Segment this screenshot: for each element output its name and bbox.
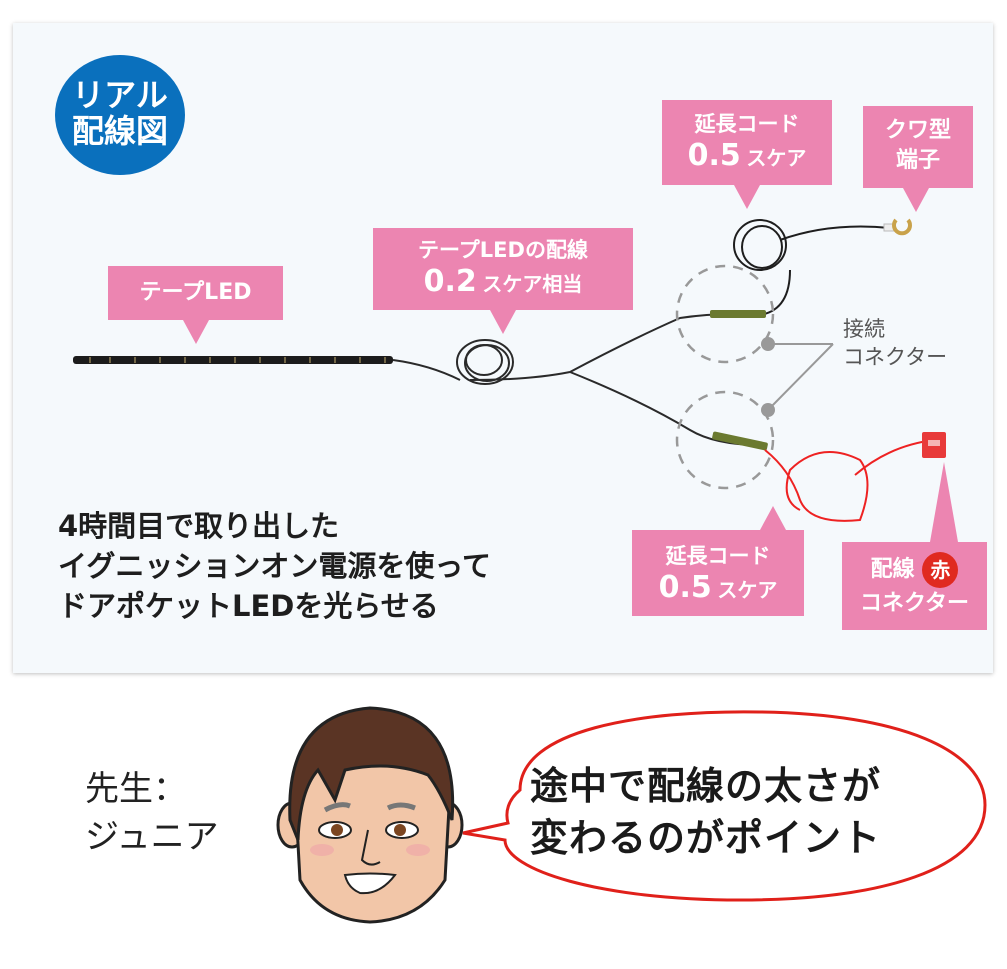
teacher-name-label: 先生： ジュニア — [85, 765, 219, 861]
callout-tape-led: テープLED — [108, 266, 283, 344]
callout-extension-bottom: 延長コード 0.5 スケア — [632, 506, 804, 616]
speech-line1: 途中で配線の太さが — [530, 764, 882, 808]
callout-tape-led-wire-unit: スケア相当 — [482, 272, 583, 296]
callout-tape-led-wire-line1: テープLEDの配線 — [418, 238, 588, 262]
callout-extension-top-size: 0.5 — [687, 138, 741, 173]
callout-extension-bottom-line1: 延長コード — [665, 544, 771, 568]
teacher-label-line1: 先生： — [85, 769, 187, 809]
highlight-circle-bottom — [675, 390, 775, 490]
connector-top-icon — [710, 310, 766, 318]
callout-wiring-connector-line2: コネクター — [859, 591, 970, 616]
callout-extension-top: 延長コード 0.5 スケア — [662, 100, 832, 209]
connection-connector-label: 接続 コネクター — [843, 315, 947, 371]
tape-led-strip-icon — [73, 356, 393, 364]
connector-label-line1: 接続 — [843, 317, 885, 341]
callout-extension-bottom-unit: スケア — [717, 578, 778, 602]
callout-spade-terminal: クワ型 端子 — [863, 106, 973, 212]
callout-extension-top-line1: 延長コード — [694, 112, 800, 136]
caption-line3: ドアポケットLEDを光らせる — [58, 589, 439, 623]
callout-tape-led-label: テープLED — [139, 280, 252, 305]
callout-tape-led-wire: テープLEDの配線 0.2 スケア相当 — [373, 228, 633, 334]
red-wire-icon — [764, 439, 936, 522]
teacher-label-line2: ジュニア — [85, 817, 219, 857]
top-extension-coil-icon — [733, 219, 891, 316]
highlight-circle-top — [675, 264, 775, 364]
speech-bubble-outline — [462, 710, 987, 902]
callout-extension-top-unit: スケア — [746, 146, 807, 170]
callout-extension-bottom-size: 0.5 — [658, 570, 712, 605]
badge-line2: 配線図 — [71, 112, 168, 150]
speech-bubble-text: 途中で配線の太さが 変わるのがポイント — [530, 760, 960, 864]
connector-label-line2: コネクター — [843, 345, 948, 369]
callout-spade-terminal-line1: クワ型 — [884, 118, 951, 143]
red-wiring-connector-icon — [922, 432, 946, 458]
teacher-avatar-icon — [276, 706, 464, 924]
real-wiring-diagram-badge: リアル 配線図 — [55, 55, 185, 175]
spade-terminal-icon — [883, 218, 912, 236]
caption-line2: イグニッションオン電源を使って — [58, 549, 491, 583]
red-color-badge: 赤 — [922, 552, 959, 588]
connector-bottom-icon — [712, 431, 768, 451]
speech-line2: 変わるのがポイント — [530, 816, 882, 860]
caption-line1: 4時間目で取り出した — [58, 509, 340, 543]
callout-wiring-connector-line1: 配線 — [870, 557, 915, 582]
callout-tape-led-wire-size: 0.2 — [423, 264, 477, 299]
diagram-caption: 4時間目で取り出した イグニッションオン電源を使って ドアポケットLEDを光らせ… — [58, 506, 491, 626]
callout-wiring-connector: 配線 赤 コネクター — [842, 462, 987, 630]
callout-spade-terminal-line2: 端子 — [895, 148, 940, 173]
badge-line1: リアル — [72, 76, 168, 114]
thin-wire-coil-icon — [392, 313, 761, 446]
